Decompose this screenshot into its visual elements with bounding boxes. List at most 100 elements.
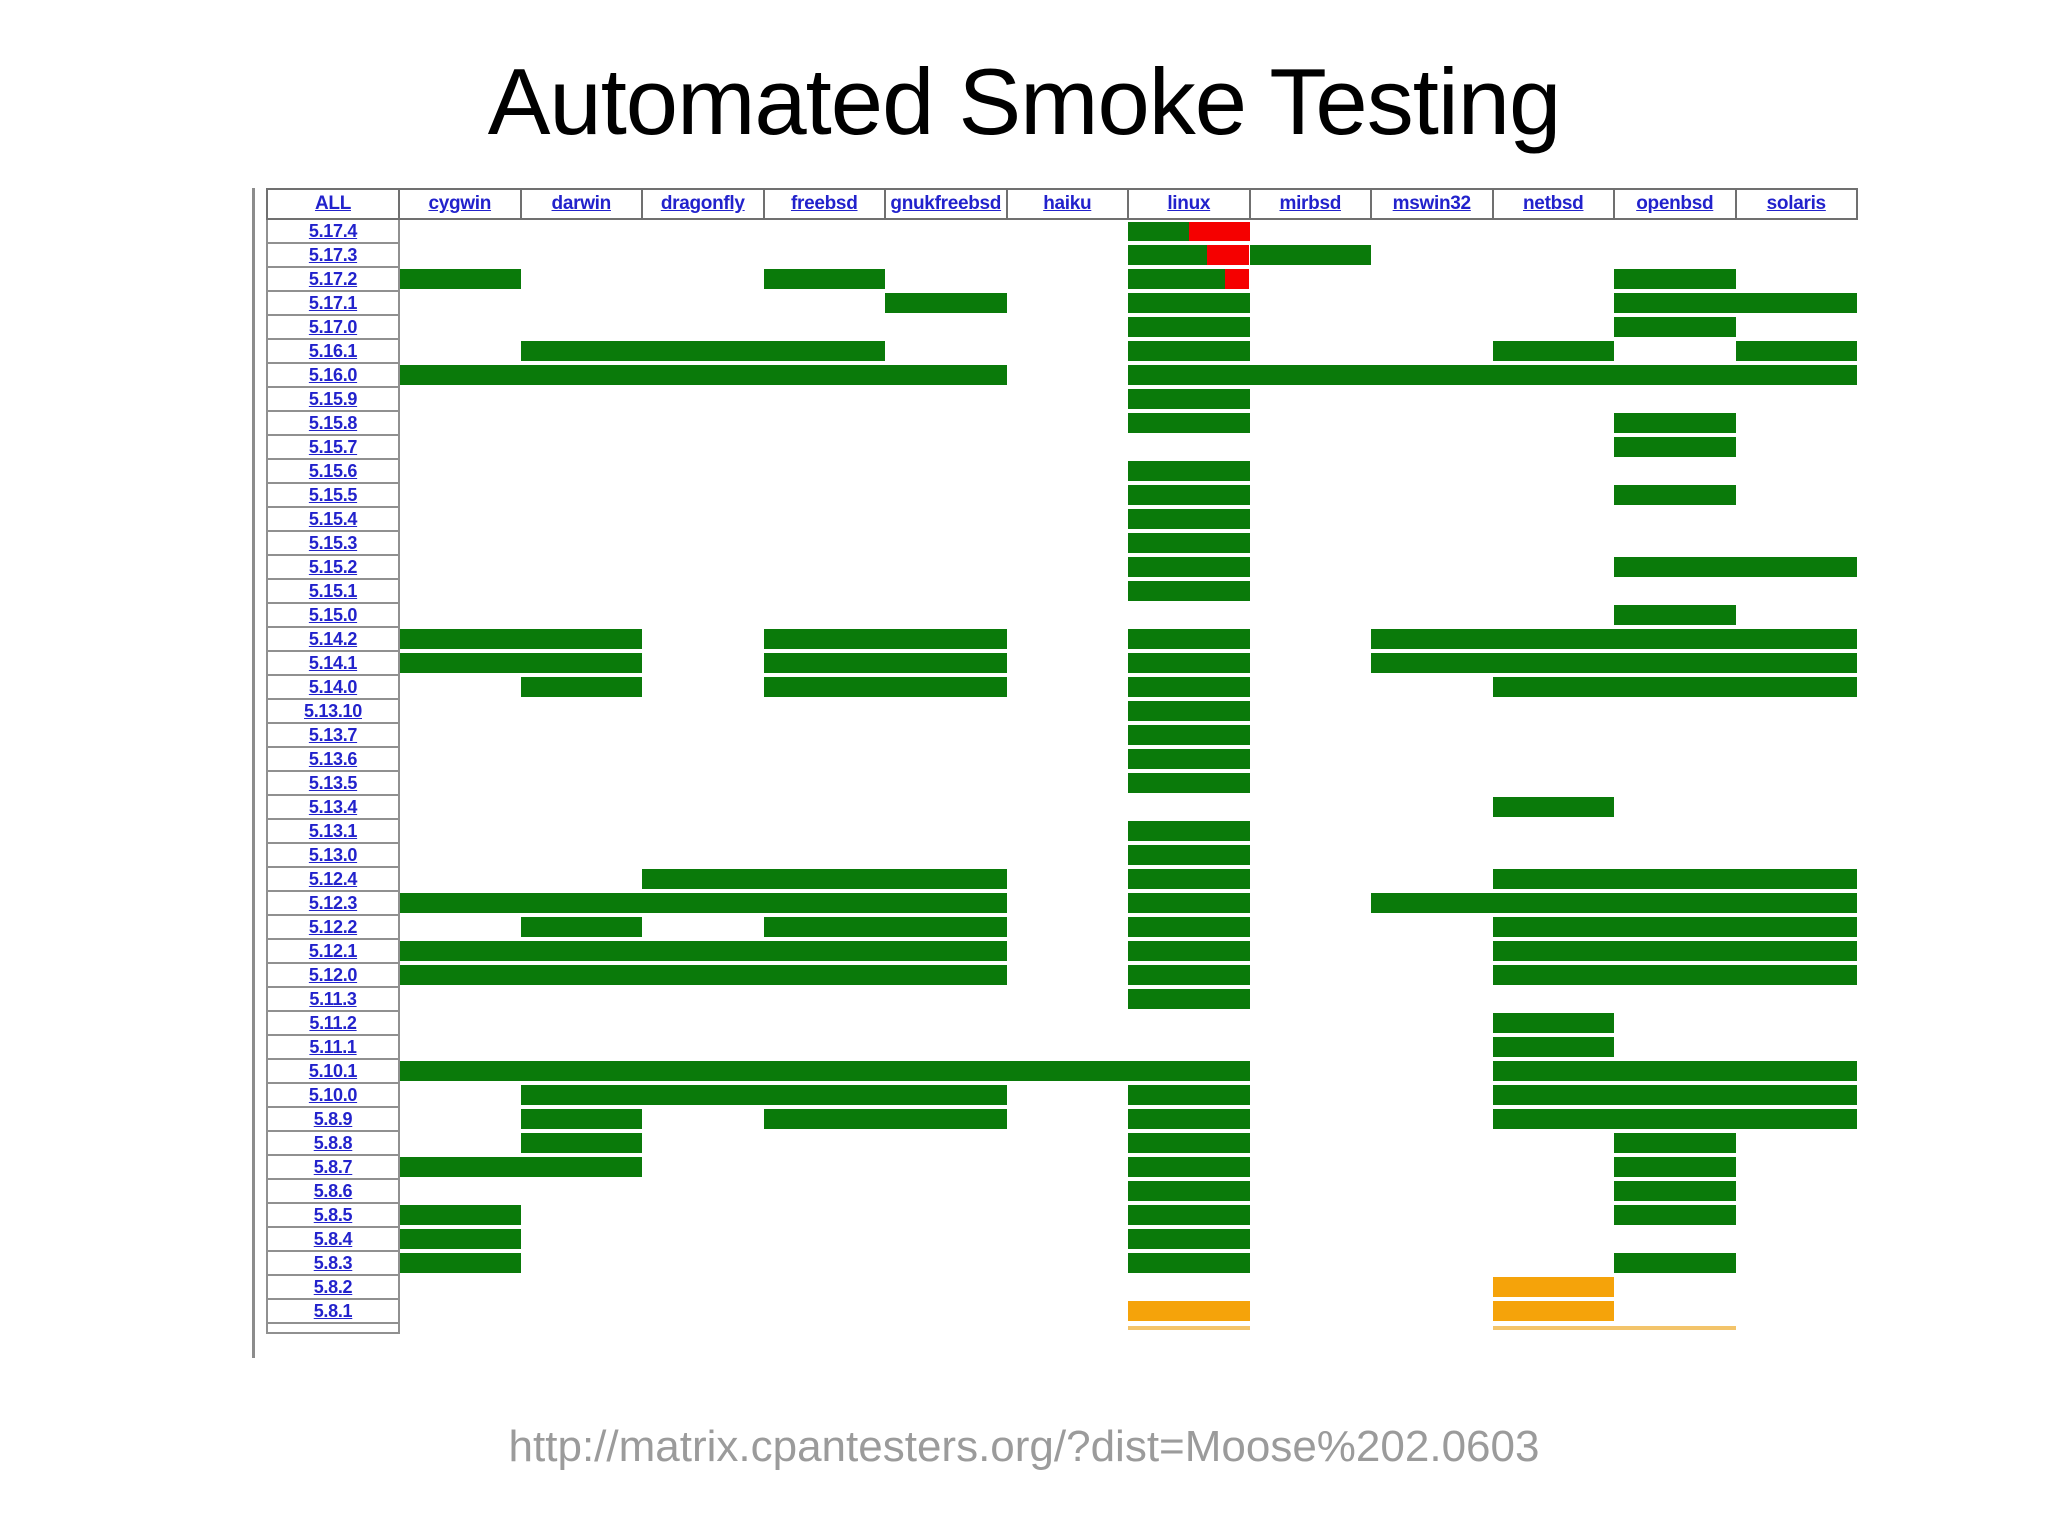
result-cell-linux[interactable]: [1128, 219, 1250, 243]
result-cell-linux[interactable]: [1128, 579, 1250, 603]
result-cell-linux[interactable]: [1128, 531, 1250, 555]
result-cell-gnukfreebsd[interactable]: [885, 1107, 1007, 1131]
column-header-solaris[interactable]: solaris: [1734, 188, 1858, 220]
result-cell-linux[interactable]: [1128, 819, 1250, 843]
result-cell-cygwin[interactable]: [399, 1227, 521, 1251]
result-cell-linux[interactable]: [1128, 315, 1250, 339]
result-cell-mswin32[interactable]: [1371, 627, 1493, 651]
version-cell[interactable]: 5.15.0: [266, 602, 400, 628]
result-cell-linux[interactable]: [1128, 291, 1250, 315]
result-cell-netbsd[interactable]: [1492, 795, 1614, 819]
result-cell-cygwin[interactable]: [399, 1251, 521, 1275]
column-header-dragonfly[interactable]: dragonfly: [641, 188, 765, 220]
version-cell[interactable]: 5.8.8: [266, 1130, 400, 1156]
column-header-haiku[interactable]: haiku: [1005, 188, 1129, 220]
version-cell[interactable]: 5.16.0: [266, 362, 400, 388]
result-cell-solaris[interactable]: [1735, 1107, 1857, 1131]
result-cell-netbsd[interactable]: [1492, 1299, 1614, 1323]
column-header-gnukfreebsd[interactable]: gnukfreebsd: [884, 188, 1008, 220]
version-cell[interactable]: 5.8.1: [266, 1298, 400, 1324]
result-cell-dragonfly[interactable]: [642, 1059, 764, 1083]
result-cell-linux[interactable]: [1128, 1083, 1250, 1107]
version-cell[interactable]: 5.8.3: [266, 1250, 400, 1276]
result-cell-linux[interactable]: [1128, 627, 1250, 651]
version-cell[interactable]: 5.10.1: [266, 1058, 400, 1084]
result-cell-darwin[interactable]: [520, 1059, 642, 1083]
result-cell-openbsd[interactable]: [1614, 1179, 1736, 1203]
version-cell[interactable]: 5.13.10: [266, 698, 400, 724]
version-cell[interactable]: 5.17.2: [266, 266, 400, 292]
result-cell-gnukfreebsd[interactable]: [885, 363, 1007, 387]
result-cell-openbsd[interactable]: [1614, 1059, 1736, 1083]
result-cell-cygwin[interactable]: [399, 363, 521, 387]
column-header-darwin[interactable]: darwin: [519, 188, 643, 220]
result-cell-mswin32[interactable]: [1371, 891, 1493, 915]
result-cell-openbsd[interactable]: [1614, 675, 1736, 699]
result-cell-linux[interactable]: [1128, 891, 1250, 915]
result-cell-darwin[interactable]: [520, 651, 642, 675]
version-cell[interactable]: 5.8.4: [266, 1226, 400, 1252]
version-cell[interactable]: 5.15.3: [266, 530, 400, 556]
column-header-openbsd[interactable]: openbsd: [1613, 188, 1737, 220]
version-cell[interactable]: 5.12.4: [266, 866, 400, 892]
result-cell-linux[interactable]: [1128, 507, 1250, 531]
version-cell[interactable]: 5.13.7: [266, 722, 400, 748]
version-cell[interactable]: 5.12.1: [266, 938, 400, 964]
version-cell[interactable]: 5.15.8: [266, 410, 400, 436]
version-cell[interactable]: 5.8.2: [266, 1274, 400, 1300]
column-header-mirbsd[interactable]: mirbsd: [1248, 188, 1372, 220]
result-cell-openbsd[interactable]: [1614, 867, 1736, 891]
result-cell-openbsd[interactable]: [1614, 291, 1736, 315]
result-cell-cygwin[interactable]: [399, 1155, 521, 1179]
result-cell-netbsd[interactable]: [1492, 1011, 1614, 1035]
result-cell-linux[interactable]: [1128, 747, 1250, 771]
version-cell[interactable]: 5.13.1: [266, 818, 400, 844]
result-cell-darwin[interactable]: [520, 1155, 642, 1179]
version-cell[interactable]: 5.10.0: [266, 1082, 400, 1108]
result-cell-linux[interactable]: [1128, 963, 1250, 987]
result-cell-mswin32[interactable]: [1371, 651, 1493, 675]
result-cell-openbsd[interactable]: [1614, 267, 1736, 291]
result-cell-linux[interactable]: [1128, 483, 1250, 507]
result-cell-mirbsd[interactable]: [1249, 243, 1371, 267]
version-cell[interactable]: 5.8.7: [266, 1154, 400, 1180]
result-cell-openbsd[interactable]: [1614, 603, 1736, 627]
result-cell-linux[interactable]: [1128, 411, 1250, 435]
result-cell-darwin[interactable]: [520, 915, 642, 939]
result-cell-netbsd[interactable]: [1492, 651, 1614, 675]
result-cell-mirbsd[interactable]: [1249, 363, 1371, 387]
version-cell[interactable]: 5.8.5: [266, 1202, 400, 1228]
result-cell-netbsd[interactable]: [1492, 963, 1614, 987]
version-cell[interactable]: 5.12.0: [266, 962, 400, 988]
result-cell-haiku[interactable]: [1006, 1059, 1128, 1083]
result-cell-openbsd[interactable]: [1614, 651, 1736, 675]
result-cell-solaris[interactable]: [1735, 867, 1857, 891]
result-cell-freebsd[interactable]: [763, 363, 885, 387]
result-cell-linux[interactable]: [1128, 723, 1250, 747]
result-cell-openbsd[interactable]: [1614, 1203, 1736, 1227]
result-cell-netbsd[interactable]: [1492, 939, 1614, 963]
result-cell-linux[interactable]: [1128, 1131, 1250, 1155]
version-cell[interactable]: 5.15.1: [266, 578, 400, 604]
result-cell-gnukfreebsd[interactable]: [885, 939, 1007, 963]
result-cell-openbsd[interactable]: [1614, 1083, 1736, 1107]
result-cell-linux[interactable]: [1128, 915, 1250, 939]
result-cell-openbsd[interactable]: [1614, 483, 1736, 507]
result-cell-darwin[interactable]: [520, 627, 642, 651]
result-cell-netbsd[interactable]: [1492, 915, 1614, 939]
version-cell[interactable]: 5.12.2: [266, 914, 400, 940]
result-cell-cygwin[interactable]: [399, 627, 521, 651]
result-cell-netbsd[interactable]: [1492, 1275, 1614, 1299]
result-cell-dragonfly[interactable]: [642, 867, 764, 891]
result-cell-linux[interactable]: [1128, 1107, 1250, 1131]
result-cell-gnukfreebsd[interactable]: [885, 1059, 1007, 1083]
result-cell-gnukfreebsd[interactable]: [885, 675, 1007, 699]
version-cell[interactable]: 5.11.3: [266, 986, 400, 1012]
result-cell-linux[interactable]: [1128, 699, 1250, 723]
result-cell-linux[interactable]: [1128, 243, 1250, 267]
result-cell-freebsd[interactable]: [763, 915, 885, 939]
result-cell-netbsd[interactable]: [1492, 1107, 1614, 1131]
result-cell-cygwin[interactable]: [399, 267, 521, 291]
result-cell-solaris[interactable]: [1735, 891, 1857, 915]
result-cell-openbsd[interactable]: [1614, 891, 1736, 915]
